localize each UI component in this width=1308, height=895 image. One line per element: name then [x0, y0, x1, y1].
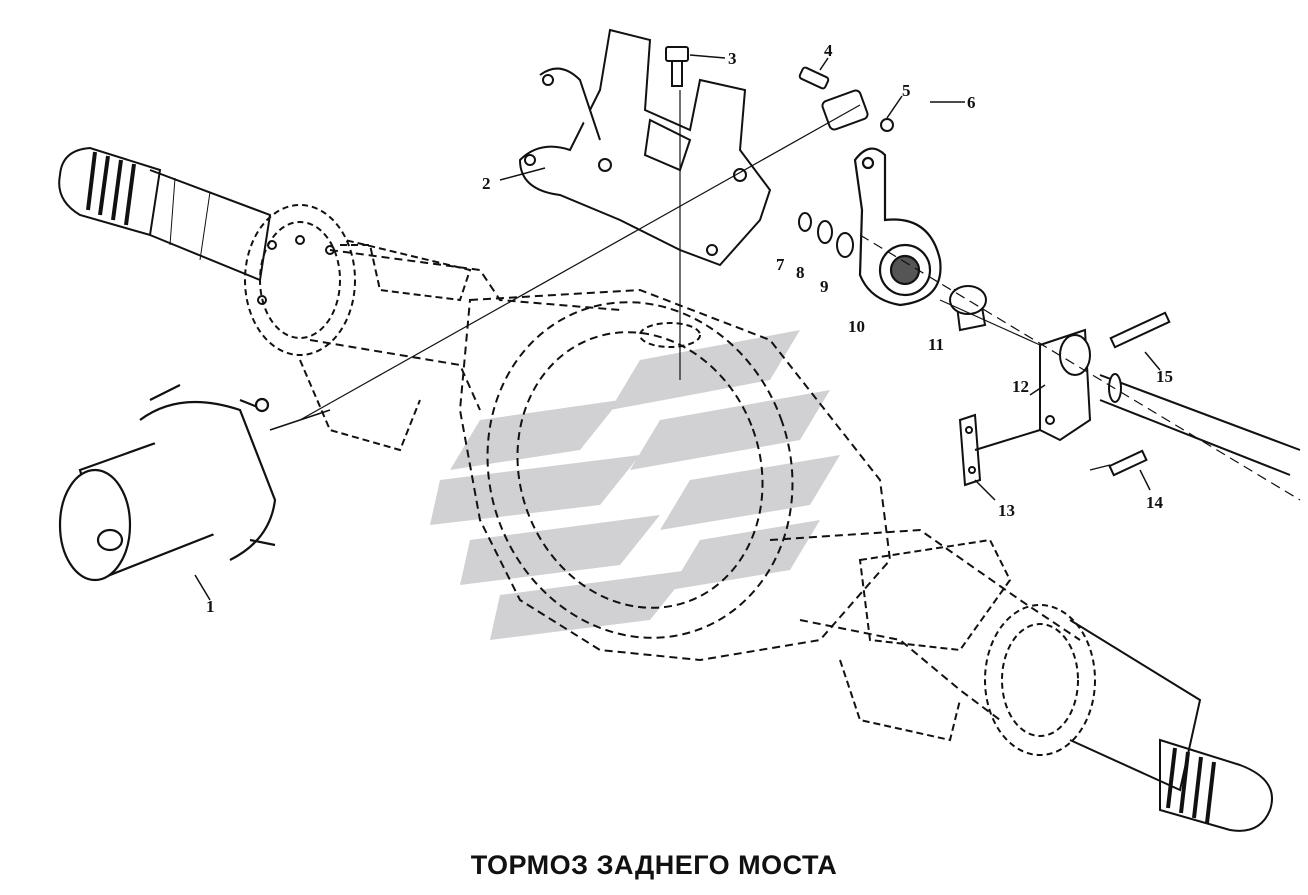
callout-2: 2 [482, 174, 491, 193]
mounting-plate [958, 413, 1041, 487]
slack-adjuster [853, 147, 942, 307]
callout-8: 8 [796, 263, 805, 282]
washers [798, 212, 854, 258]
drawing-caption: ТОРМОЗ ЗАДНЕГО МОСТА [470, 850, 838, 880]
bracket [518, 28, 772, 267]
callout-5: 5 [902, 81, 911, 100]
callout-labels: 1 2 3 4 5 6 7 8 9 10 11 12 13 14 15 [206, 41, 1173, 616]
axle-housing [58, 146, 1273, 832]
leader-lines [194, 54, 1161, 601]
callout-9: 9 [820, 277, 829, 296]
bushing [949, 285, 987, 332]
bolts-14-15 [1108, 311, 1171, 477]
brake-chamber [58, 384, 331, 582]
callout-15: 15 [1156, 367, 1173, 386]
callout-11: 11 [928, 335, 944, 354]
callout-13: 13 [998, 501, 1015, 520]
callout-3: 3 [728, 49, 737, 68]
watermark-logo [430, 330, 840, 640]
callout-7: 7 [776, 255, 785, 274]
callout-14: 14 [1146, 493, 1164, 512]
callout-12: 12 [1012, 377, 1029, 396]
camshaft-bracket [1039, 328, 1301, 476]
assembly-lines [299, 90, 1301, 501]
callout-6: 6 [967, 93, 976, 112]
bolt-3 [665, 46, 689, 87]
callout-4: 4 [824, 41, 833, 60]
callout-1: 1 [206, 597, 215, 616]
callout-10: 10 [848, 317, 865, 336]
clevis-pin [798, 66, 894, 132]
